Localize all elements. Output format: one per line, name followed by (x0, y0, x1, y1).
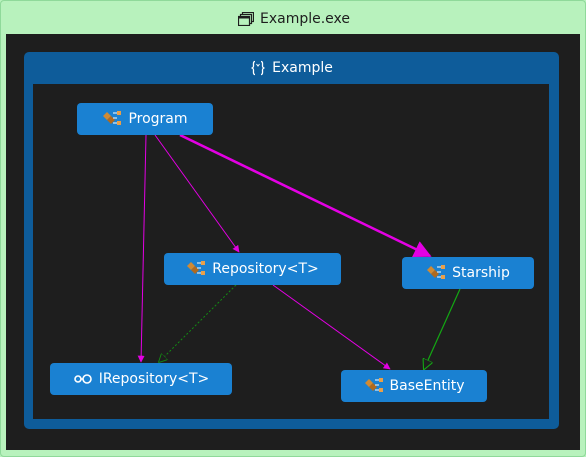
node-repository[interactable]: Repository<T> (164, 253, 341, 285)
node-program[interactable]: Program (77, 103, 213, 135)
node-baseentity[interactable]: BaseEntity (341, 370, 487, 402)
class-icon (426, 264, 446, 282)
class-icon (102, 110, 122, 128)
assembly-header: Example.exe (1, 7, 586, 31)
node-irepository[interactable]: IRepository<T> (50, 363, 232, 395)
node-starship[interactable]: Starship (402, 257, 534, 289)
node-label: IRepository<T> (98, 371, 210, 387)
node-label: BaseEntity (389, 378, 465, 394)
class-icon (364, 377, 384, 395)
interface-icon (73, 372, 93, 386)
assembly-icon (237, 12, 254, 26)
namespace-title: Example (272, 60, 333, 76)
assembly-title: Example.exe (259, 11, 351, 27)
node-label: Program (128, 111, 188, 127)
namespace-icon (250, 60, 266, 76)
class-icon (186, 260, 206, 278)
node-label: Repository<T> (212, 261, 319, 277)
namespace-header: Example (24, 52, 559, 84)
node-label: Starship (452, 265, 510, 281)
